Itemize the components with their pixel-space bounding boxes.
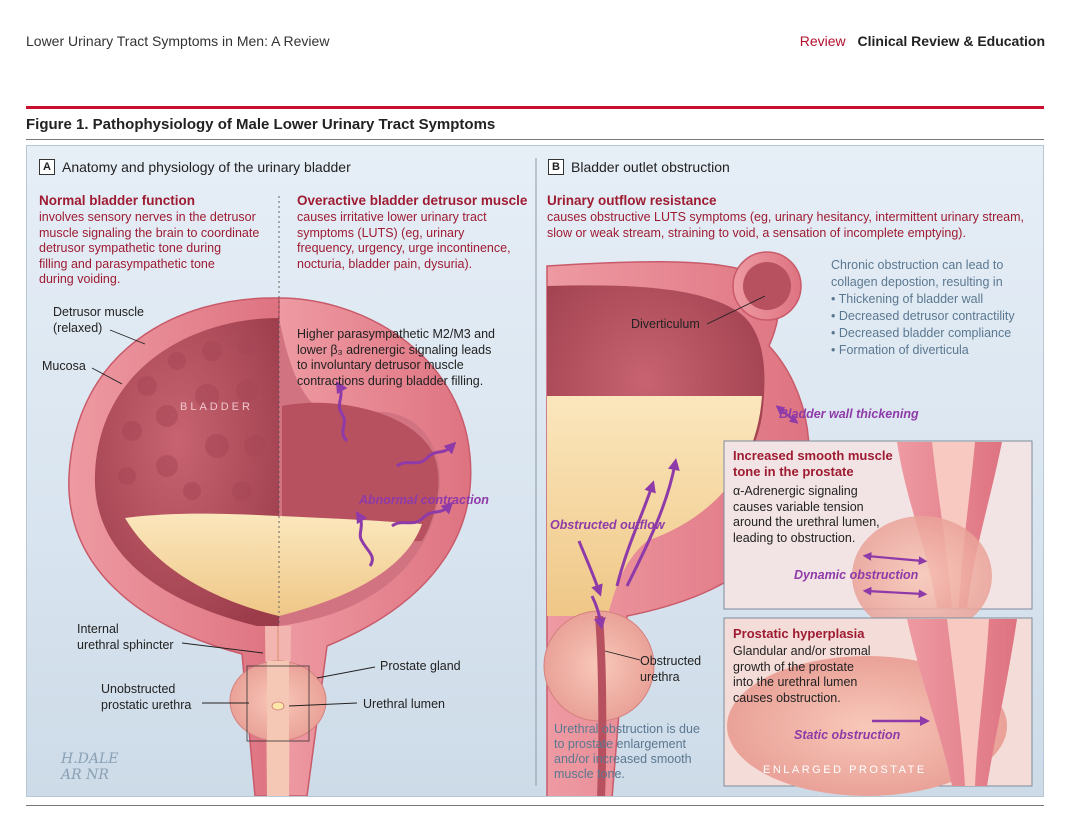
prostate-label: Prostate gland xyxy=(380,659,461,673)
figure-title: Figure 1. Pathophysiology of Male Lower … xyxy=(26,116,496,133)
overactive-text: causes irritative lower urinary tract sy… xyxy=(297,210,527,272)
dynamic-obstruction-box xyxy=(723,440,1033,636)
overactive-line: nocturia, bladder pain, dysuria). xyxy=(297,256,473,271)
unobstructed-label: Unobstructed prostatic urethra xyxy=(101,682,191,713)
outflow-heading: Urinary outflow resistance xyxy=(547,193,717,208)
bladder-label: BLADDER xyxy=(180,401,253,413)
obstructed-urethra-label: Obstructed urethra xyxy=(640,654,701,685)
bladder-a xyxy=(68,196,472,796)
wall-thickening-label: Bladder wall thickening xyxy=(779,407,919,421)
sphincter-label: Internal urethral sphincter xyxy=(77,622,174,653)
detrusor-line: (relaxed) xyxy=(53,320,103,335)
box2-line: into the urethral lumen xyxy=(733,675,858,689)
box2-heading: Prostatic hyperplasia xyxy=(733,626,865,641)
journal-section: Review Clinical Review & Education xyxy=(800,33,1045,49)
signature-line: AR NR xyxy=(61,767,109,783)
top-rule xyxy=(26,106,1044,109)
outflow-line: slow or weak stream, straining to void, … xyxy=(547,225,966,240)
chronic-line: Chronic obstruction can lead to xyxy=(831,258,1004,272)
outflow-text: causes obstructive LUTS symptoms (eg, ur… xyxy=(547,210,1037,241)
box1-heading-line: tone in the prostate xyxy=(733,464,854,479)
detrusor-line: Detrusor muscle xyxy=(53,305,144,319)
box1-line: leading to obstruction. xyxy=(733,530,856,545)
panel-b-title: Bladder outlet obstruction xyxy=(571,159,730,175)
outflow-line: causes obstructive LUTS symptoms (eg, ur… xyxy=(547,210,1025,224)
chronic-text: Chronic obstruction can lead to collagen… xyxy=(831,257,1041,359)
box2-line: Glandular and/or stromal xyxy=(733,644,871,658)
panel-b-label: B Bladder outlet obstruction xyxy=(548,159,730,175)
running-title: Lower Urinary Tract Symptoms in Men: A R… xyxy=(26,33,330,49)
box1-heading-line: Increased smooth muscle xyxy=(733,448,893,463)
note-line: Urethral obstruction is due xyxy=(554,722,700,736)
panel-a-title: Anatomy and physiology of the urinary bl… xyxy=(62,159,351,175)
normal-line: involves sensory nerves in the detrusor xyxy=(39,210,256,224)
box1-line: α-Adrenergic signaling xyxy=(733,484,858,498)
chronic-line: collagen depostion, resulting in xyxy=(831,275,1003,289)
static-obstruction-box xyxy=(723,617,1033,796)
note-line: and/or increased smooth xyxy=(554,752,692,766)
sphincter-line: urethral sphincter xyxy=(77,637,174,652)
obstruction-note: Urethral obstruction is due to prostate … xyxy=(554,722,724,782)
signaling-line: to involuntary detrusor muscle xyxy=(297,358,464,372)
lumen-label: Urethral lumen xyxy=(363,697,445,711)
detrusor-label: Detrusor muscle (relaxed) xyxy=(53,305,144,336)
enlarged-prostate-caption: ENLARGED PROSTATE xyxy=(763,764,927,776)
box1-text: α-Adrenergic signaling causes variable t… xyxy=(733,484,880,546)
dynamic-obstruction-label: Dynamic obstruction xyxy=(794,568,919,582)
signature-line: H.DALE xyxy=(61,751,119,767)
chronic-bullet: • Thickening of bladder wall xyxy=(831,292,984,306)
box1-line: around the urethral lumen, xyxy=(733,515,880,529)
section-label: Clinical Review & Education xyxy=(857,33,1046,49)
box1-heading: Increased smooth muscle tone in the pros… xyxy=(733,448,893,480)
normal-line: during voiding. xyxy=(39,272,121,286)
overactive-line: causes irritative lower urinary tract xyxy=(297,210,487,224)
box2-line: growth of the prostate xyxy=(733,659,854,674)
sphincter-line: Internal xyxy=(77,622,119,636)
normal-line: muscle signaling the brain to coordinate xyxy=(39,225,260,240)
note-line: to prostate enlargement xyxy=(554,737,687,751)
signaling-text: Higher parasympathetic M2/M3 and lower β… xyxy=(297,327,527,389)
overactive-line: frequency, urgency, urge incontinence, xyxy=(297,241,511,255)
box1-line: causes variable tension xyxy=(733,499,864,514)
diverticulum-label: Diverticulum xyxy=(631,317,700,331)
obstructed-outflow-label: Obstructed outflow xyxy=(550,518,665,532)
note-line: muscle tone. xyxy=(554,767,625,781)
unobstructed-line: prostatic urethra xyxy=(101,697,192,712)
artist-signature: H.DALE AR NR xyxy=(61,751,119,783)
normal-line: filling and parasympathetic tone xyxy=(39,256,215,271)
figure-panel: A Anatomy and physiology of the urinary … xyxy=(26,145,1044,797)
panel-a-letter: A xyxy=(39,159,55,175)
panel-a-label: A Anatomy and physiology of the urinary … xyxy=(39,159,351,175)
bladder-b xyxy=(543,251,810,796)
unobstructed-line: Unobstructed xyxy=(101,682,176,696)
box2-text: Glandular and/or stromal growth of the p… xyxy=(733,644,871,706)
abnormal-contraction-label: Abnormal contraction xyxy=(359,493,489,507)
normal-text: involves sensory nerves in the detrusor … xyxy=(39,210,279,288)
illustration-art xyxy=(68,158,1033,796)
mucosa-label: Mucosa xyxy=(42,359,86,373)
signaling-line: lower β₃ adrenergic signaling leads xyxy=(297,342,492,357)
signaling-line: Higher parasympathetic M2/M3 and xyxy=(297,327,496,341)
overactive-heading: Overactive bladder detrusor muscle xyxy=(297,193,528,208)
static-obstruction-label: Static obstruction xyxy=(794,728,901,742)
review-label: Review xyxy=(799,33,846,49)
chronic-bullet: • Decreased detrusor contractility xyxy=(831,309,1015,323)
normal-line: detrusor sympathetic tone during xyxy=(39,241,222,255)
urethra-line: urethra xyxy=(640,669,680,684)
panel-b-letter: B xyxy=(548,159,564,175)
chronic-bullet: • Formation of diverticula xyxy=(831,343,969,357)
normal-heading: Normal bladder function xyxy=(39,193,196,208)
chronic-bullet: • Decreased bladder compliance xyxy=(831,326,1012,340)
bottom-rule xyxy=(26,805,1044,806)
box2-line: causes obstruction. xyxy=(733,690,841,705)
signaling-line: contractions during bladder filling. xyxy=(297,373,484,388)
urethra-line: Obstructed xyxy=(640,654,702,668)
title-rule xyxy=(26,139,1044,140)
overactive-line: symptoms (LUTS) (eg, urinary xyxy=(297,225,465,240)
